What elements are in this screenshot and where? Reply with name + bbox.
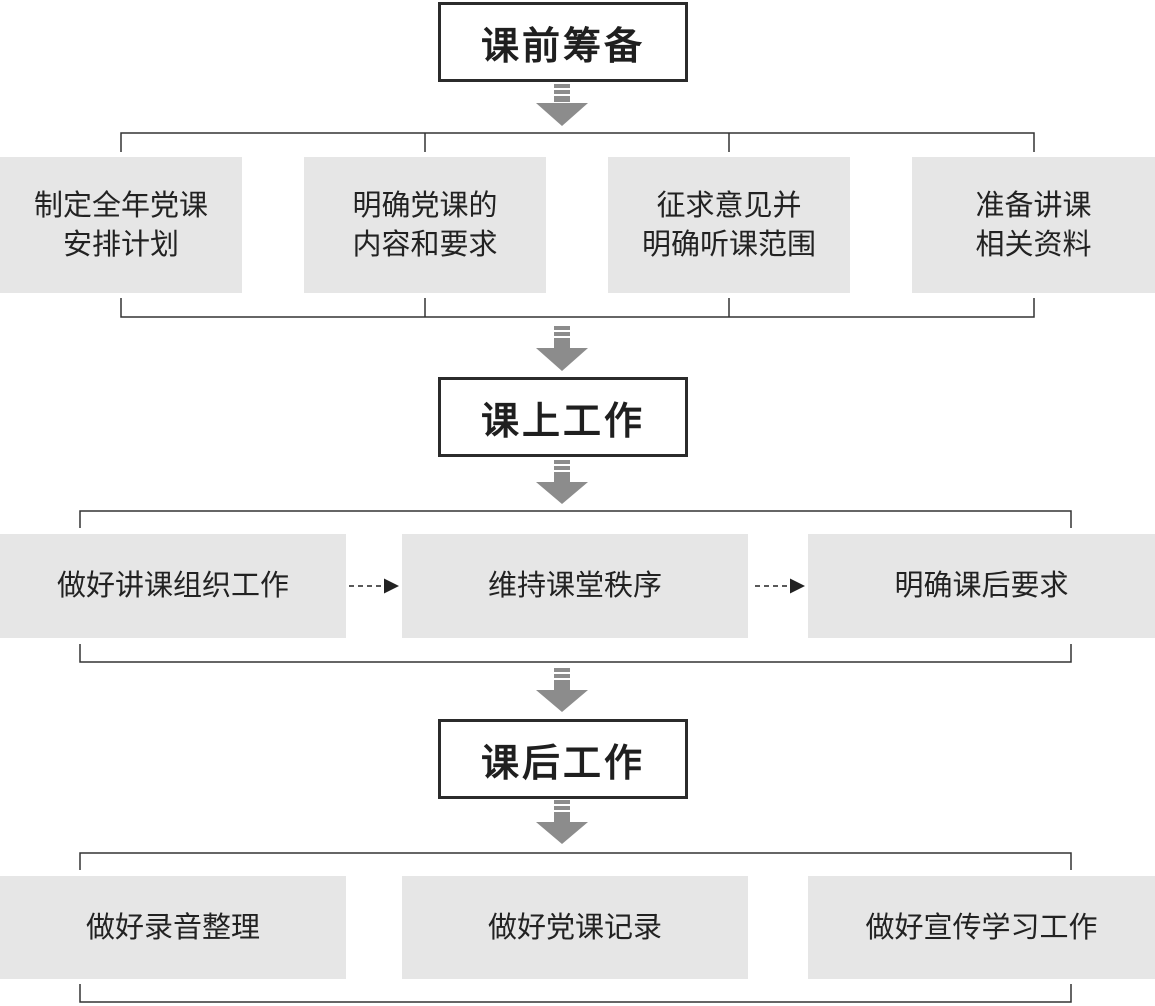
prep-top-bracket	[120, 132, 1035, 152]
prep-item-4: 准备讲课 相关资料	[912, 157, 1155, 293]
inclass-item-1-text: 做好讲课组织工作	[56, 568, 289, 603]
after-item-1-text: 做好录音整理	[85, 909, 260, 944]
inclass-item-3-text: 明确课后要求	[894, 568, 1069, 603]
stage-title-prep-text: 课前筹备	[480, 23, 645, 68]
after-item-3: 做好宣传学习工作	[808, 876, 1155, 979]
inclass-bottom-bracket	[79, 644, 1072, 663]
after-item-1: 做好录音整理	[0, 876, 346, 979]
prep-item-4-line1: 准备讲课	[975, 187, 1092, 222]
inclass-item-3: 明确课后要求	[808, 534, 1155, 638]
down-arrow-5	[536, 800, 588, 844]
prep-item-3: 征求意见并 明确听课范围	[608, 157, 850, 293]
stage-title-inclass: 课上工作	[438, 377, 688, 457]
down-arrow-2	[536, 326, 588, 371]
prep-item-3-line1: 征求意见并	[656, 187, 802, 222]
inclass-item-1: 做好讲课组织工作	[0, 534, 346, 638]
prep-item-2-line1: 明确党课的	[352, 187, 498, 222]
stage-title-after-text: 课后工作	[480, 740, 645, 785]
after-top-bracket	[79, 852, 1072, 870]
stage-title-inclass-text: 课上工作	[480, 398, 645, 443]
prep-item-2-line2: 内容和要求	[352, 227, 498, 261]
prep-item-1-line2: 安排计划	[62, 227, 179, 261]
prep-item-4-line2: 相关资料	[975, 227, 1092, 261]
down-arrow-3	[536, 460, 588, 504]
inclass-top-bracket	[79, 510, 1072, 528]
prep-bottom-bracket	[120, 298, 1035, 318]
prep-item-1-line1: 制定全年党课	[33, 187, 208, 222]
after-item-2: 做好党课记录	[402, 876, 748, 979]
prep-item-2: 明确党课的 内容和要求	[304, 157, 546, 293]
after-bottom-bracket	[79, 984, 1072, 1003]
inclass-item-2-text: 维持课堂秩序	[487, 568, 662, 603]
inclass-item-2: 维持课堂秩序	[402, 534, 748, 638]
down-arrow-1	[536, 84, 588, 126]
prep-item-1: 制定全年党课 安排计划	[0, 157, 242, 293]
down-arrow-4	[536, 668, 588, 712]
stage-title-prep: 课前筹备	[438, 2, 688, 82]
after-item-2-text: 做好党课记录	[487, 909, 662, 944]
after-item-3-text: 做好宣传学习工作	[865, 909, 1098, 944]
stage-title-after: 课后工作	[438, 719, 688, 799]
prep-item-3-line2: 明确听课范围	[641, 227, 816, 261]
